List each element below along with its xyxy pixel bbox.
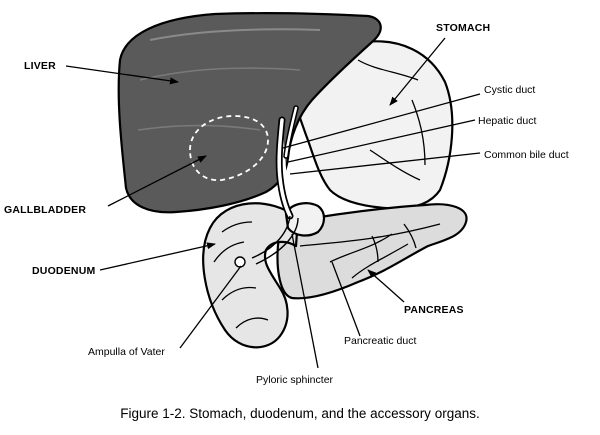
- label-pyloric-sphincter: Pyloric sphincter: [256, 374, 334, 386]
- label-duodenum: DUODENUM: [32, 265, 95, 277]
- pointer-ampulla-of-vater: [179, 265, 242, 349]
- figure-caption: Figure 1-2. Stomach, duodenum, and the a…: [120, 406, 479, 421]
- pointer-hepatic-duct: [287, 119, 476, 163]
- pointer-gallbladder: [107, 155, 207, 207]
- pancreas: [276, 203, 468, 300]
- label-hepatic-duct: Hepatic duct: [478, 115, 536, 127]
- pylorus: [284, 202, 326, 237]
- label-cystic-duct: Cystic duct: [484, 84, 535, 96]
- bile-ducts: [251, 105, 299, 265]
- label-pancreas: PANCREAS: [404, 304, 464, 316]
- label-pointers: [65, 37, 481, 369]
- pointer-pancreatic-duct: [331, 261, 361, 337]
- pointer-cystic-duct: [282, 93, 481, 149]
- label-gallbladder: GALLBLADDER: [4, 204, 86, 216]
- pointer-common-bile-duct: [289, 152, 481, 175]
- label-liver: LIVER: [24, 60, 56, 72]
- label-common-bile-duct: Common bile duct: [484, 149, 569, 161]
- labels: LIVER STOMACH Cystic duct Hepatic duct C…: [4, 22, 569, 386]
- liver: [117, 12, 382, 214]
- gallbladder: [189, 115, 269, 182]
- label-ampulla-of-vater: Ampulla of Vater: [88, 346, 165, 358]
- pointer-stomach: [389, 37, 446, 106]
- pointer-duodenum: [99, 242, 216, 271]
- label-stomach: STOMACH: [436, 22, 490, 34]
- pointer-liver: [65, 65, 179, 85]
- label-pancreatic-duct: Pancreatic duct: [344, 335, 416, 347]
- pointer-pancreas: [367, 269, 405, 303]
- pointer-pyloric-sphincter: [291, 233, 319, 369]
